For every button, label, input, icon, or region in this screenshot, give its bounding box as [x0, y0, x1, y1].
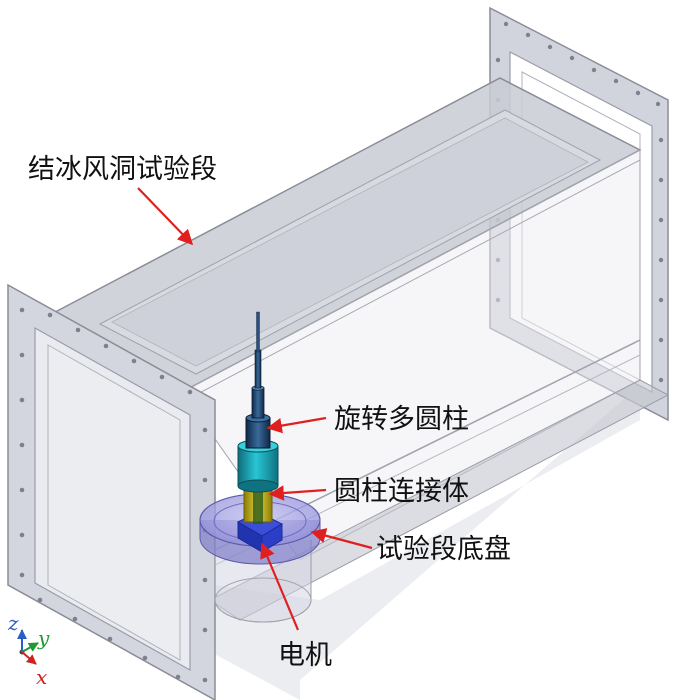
leader-base	[310, 528, 373, 550]
leader-lines	[137, 187, 373, 631]
axis-y-label: y	[37, 626, 50, 650]
leader-cylinder	[266, 416, 327, 434]
axis-z-label: z	[7, 611, 19, 635]
label-motor: 电机	[278, 640, 332, 671]
axis-x-arrow	[21, 651, 37, 665]
label-cylinder-connector: 圆柱连接体	[334, 476, 469, 507]
axis-x-label: x	[36, 665, 47, 689]
leader-connector	[268, 485, 327, 501]
tunnel-body	[38, 77, 670, 700]
near-flange	[7, 283, 216, 700]
label-base-plate: 试验段底盘	[376, 534, 511, 565]
label-rotating-cylinder: 旋转多圆柱	[334, 404, 469, 435]
rotating-cylinder	[237, 311, 279, 493]
leader-motor	[260, 542, 300, 631]
axis-y-arrow	[21, 642, 39, 653]
axis-triad: z y x	[7, 611, 50, 689]
leader-tunnel	[137, 187, 194, 246]
test-assembly	[199, 311, 321, 623]
labels: 结冰风洞试验段 旋转多圆柱 圆柱连接体 试验段底盘 电机	[28, 154, 511, 671]
label-tunnel-section: 结冰风洞试验段	[28, 154, 217, 185]
